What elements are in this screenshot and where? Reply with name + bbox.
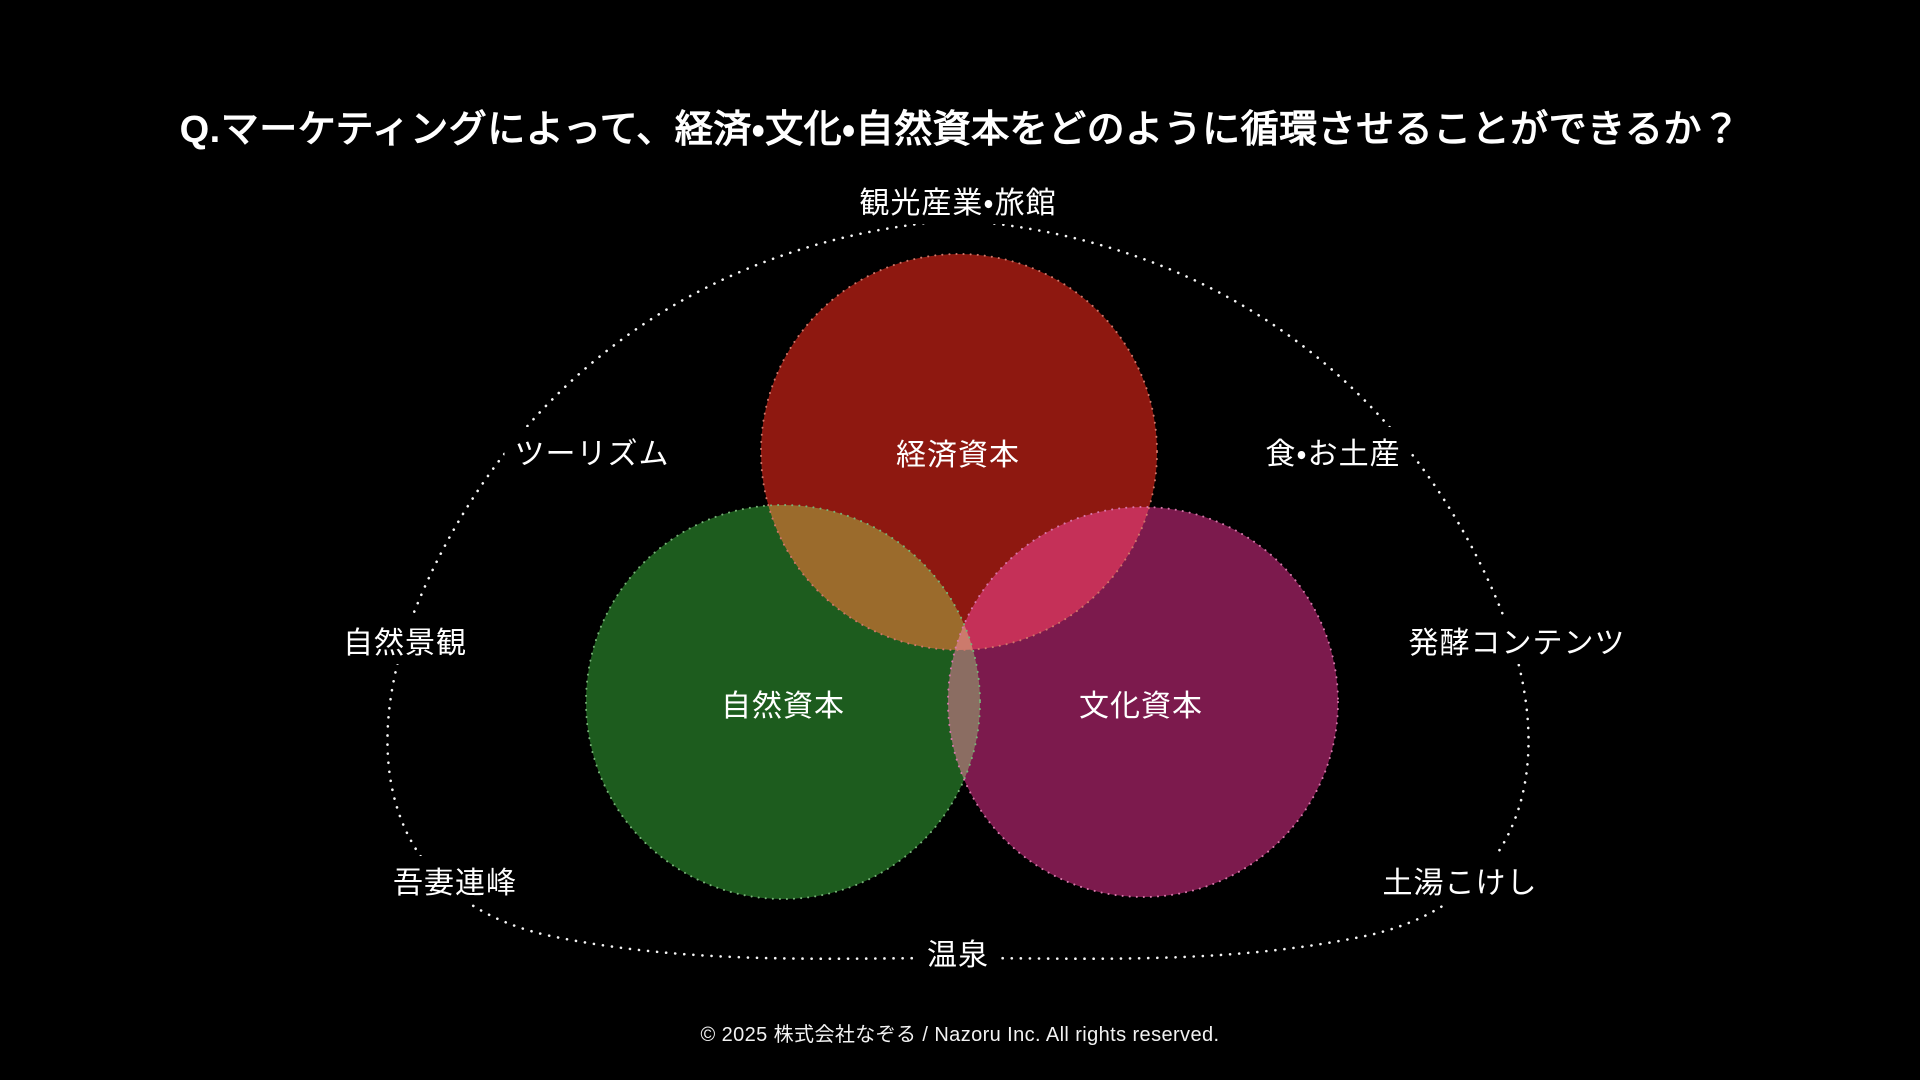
natural-capital-circle-rim xyxy=(585,504,981,900)
page-title: Q.マーケティングによって、経済・文化・自然資本をどのように循環させることができ… xyxy=(179,109,1741,151)
outer-label-tourism: ツーリズム xyxy=(504,427,680,475)
outer-label-onsen: 温泉 xyxy=(917,928,999,976)
outer-label-food-souvenirs: 食・お土産 xyxy=(1255,427,1411,475)
natural-capital-label: 自然資本 xyxy=(721,690,845,723)
cultural-capital-label: 文化資本 xyxy=(1079,690,1203,723)
outer-label-fermentation-content: 発酵コンテンツ xyxy=(1398,616,1636,664)
outer-label-tsuchiyu-kokeshi: 土湯こけし xyxy=(1372,856,1548,904)
cultural-capital-circle xyxy=(948,507,1338,897)
economic-capital-label: 経済資本 xyxy=(896,439,1020,472)
copyright-footer: © 2025 株式会社なぞる / Nazoru Inc. All rights … xyxy=(700,1024,1220,1046)
outer-label-natural-scenery: 自然景観 xyxy=(333,616,477,664)
natural-capital-circle xyxy=(586,505,980,899)
cultural-capital-circle-rim xyxy=(947,506,1339,898)
outer-label-azuma-mountains: 吾妻連峰 xyxy=(383,856,527,904)
economic-capital-circle-rim xyxy=(760,253,1158,651)
outer-label-tourism-industry: 観光産業・旅館 xyxy=(849,176,1067,224)
